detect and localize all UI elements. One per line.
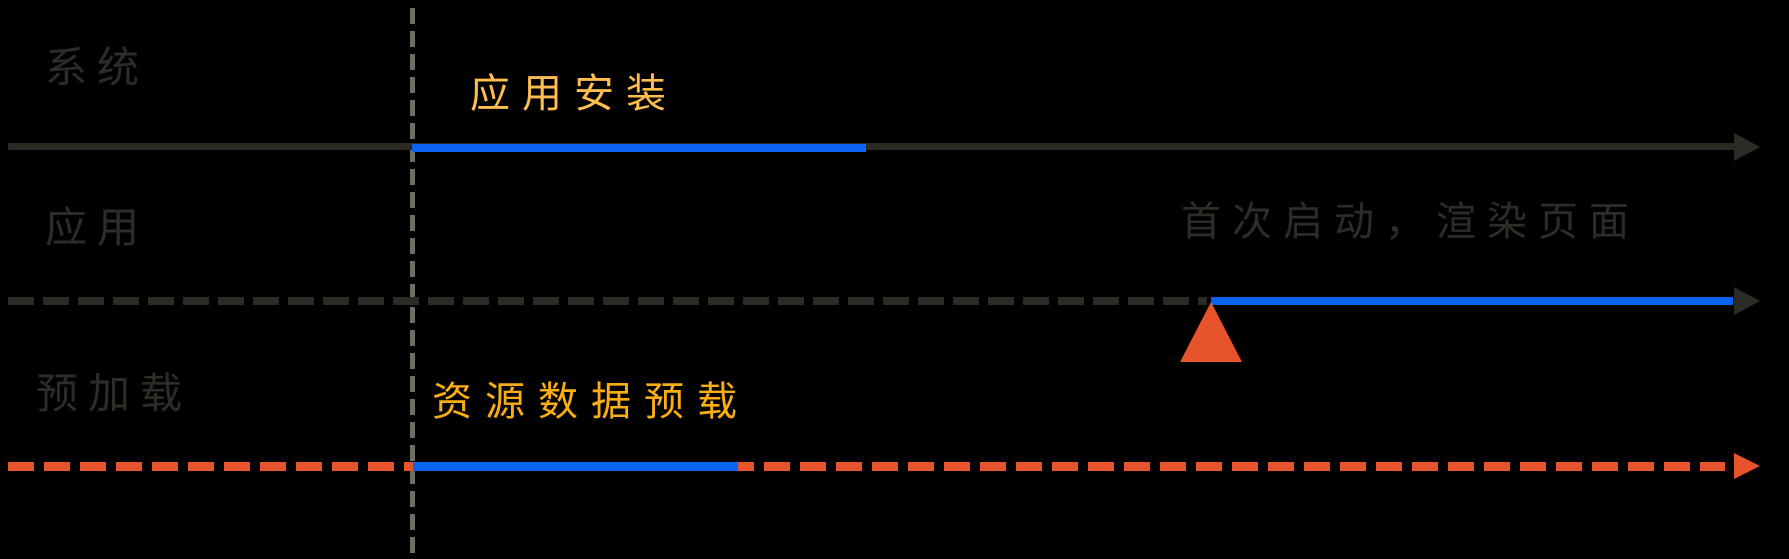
- arrow-right-icon: [1734, 133, 1760, 161]
- system-install-segment: [412, 144, 866, 152]
- lane-label-preload: 预加载: [36, 370, 193, 417]
- start-guide-dashed-line: [410, 8, 415, 553]
- preload-fetch-segment: [413, 462, 738, 471]
- app-first-launch-caption: 首次启动，渲染页面: [1181, 200, 1640, 244]
- arrow-right-icon: [1734, 453, 1760, 479]
- arrow-right-icon: [1734, 287, 1760, 315]
- system-install-caption: 应用安装: [470, 72, 678, 116]
- lane-label-app: 应用: [45, 204, 150, 251]
- launch-milestone-triangle-icon: [1180, 302, 1242, 362]
- preload-timeline-axis: [8, 462, 1725, 471]
- app-timeline-axis: [8, 297, 1207, 305]
- preload-resources-caption: 资源数据预载: [432, 380, 750, 424]
- app-first-launch-segment: [1211, 297, 1733, 305]
- system-timeline-axis: [8, 143, 1734, 150]
- lane-label-system: 系统: [45, 44, 150, 91]
